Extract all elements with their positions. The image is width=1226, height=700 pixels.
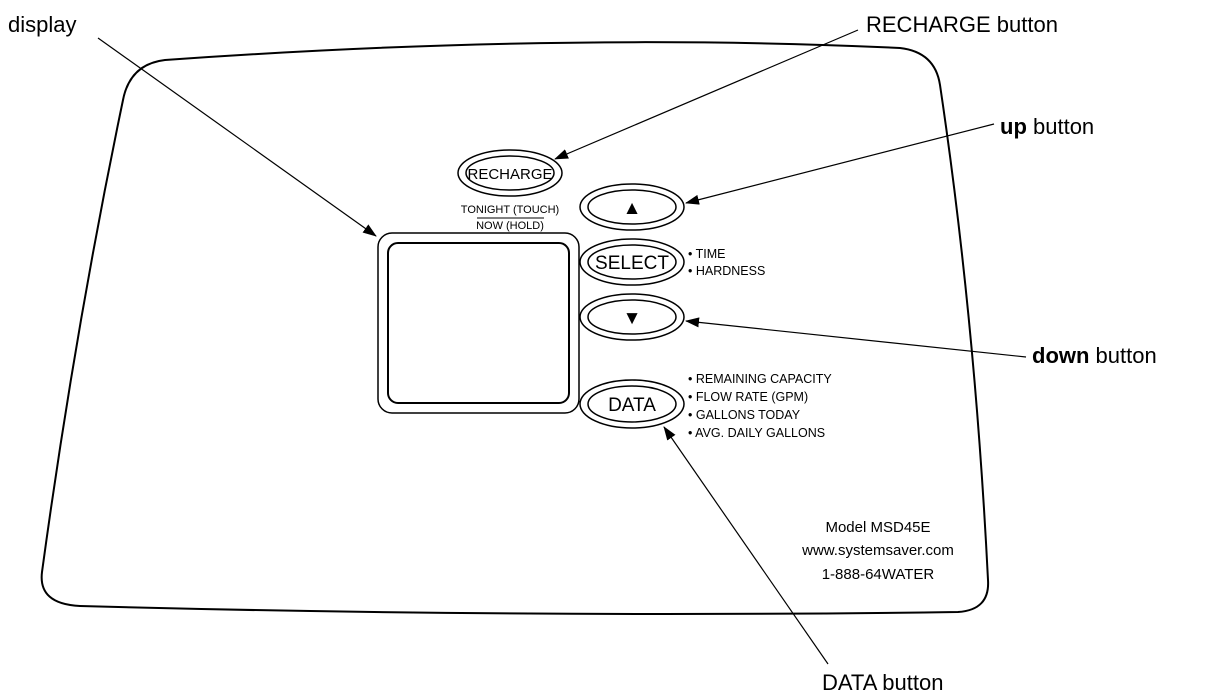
select-option-hardness: • HARDNESS: [688, 264, 765, 278]
leader-recharge: [554, 29, 859, 160]
callout-display: display: [8, 12, 76, 37]
recharge-caption-tonight: TONIGHT (TOUCH): [461, 204, 559, 216]
model-phone: 1-888-64WATER: [822, 566, 935, 583]
data-option-remaining-capacity: • REMAINING CAPACITY: [688, 372, 832, 386]
leader-data: [663, 426, 829, 665]
data-option-flow-rate: • FLOW RATE (GPM): [688, 390, 808, 404]
display: [377, 232, 580, 414]
select-button-label: SELECT: [595, 253, 669, 274]
data-option-gallons-today: • GALLONS TODAY: [688, 408, 801, 422]
data-option-avg-daily-gallons: • AVG. DAILY GALLONS: [688, 426, 825, 440]
model-website: www.systemsaver.com: [801, 542, 954, 559]
model-number: Model MSD45E: [825, 519, 930, 536]
leader-up: [685, 123, 995, 205]
down-arrow-icon: ▼: [623, 308, 642, 329]
recharge-caption-now: NOW (HOLD): [476, 220, 544, 232]
data-button-label: DATA: [608, 395, 656, 416]
recharge-button-label: RECHARGE: [467, 166, 552, 183]
up-arrow-icon: ▲: [623, 198, 642, 219]
data-button[interactable]: DATA: [579, 379, 685, 429]
callout-up: up button: [1000, 114, 1094, 139]
callout-down: down button: [1032, 343, 1157, 368]
down-button[interactable]: ▼: [579, 293, 685, 341]
select-button[interactable]: SELECT: [579, 238, 685, 286]
leader-display: [97, 37, 377, 237]
callout-recharge: RECHARGE button: [866, 12, 1058, 37]
panel-outline: [40, 41, 990, 615]
callout-data: DATA button: [822, 670, 943, 695]
select-option-time: • TIME: [688, 247, 725, 261]
up-button[interactable]: ▲: [579, 183, 685, 231]
leader-down: [685, 317, 1027, 358]
recharge-button[interactable]: RECHARGE: [457, 149, 563, 197]
